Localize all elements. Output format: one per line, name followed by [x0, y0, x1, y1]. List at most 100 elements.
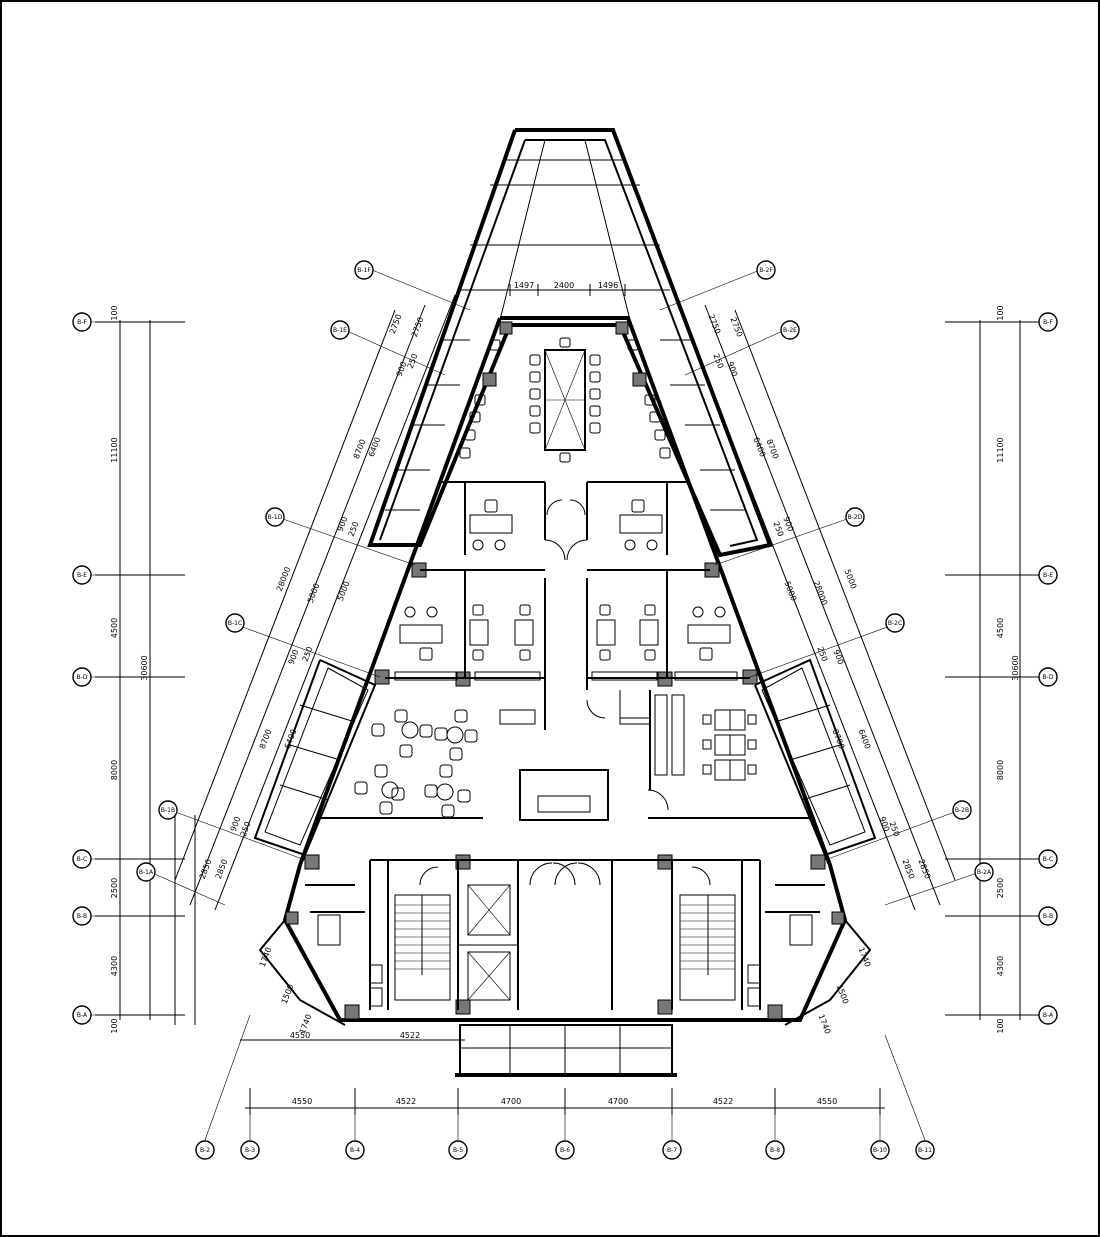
svg-text:B-11: B-11 — [918, 1147, 932, 1154]
dimension-left: 4500 — [110, 618, 119, 638]
svg-text:B-8: B-8 — [770, 1147, 780, 1154]
dimension-slope-left: 28000 — [275, 566, 293, 593]
dimension-left: 100 — [110, 1018, 119, 1033]
dimension-slope-right: 28000 — [812, 580, 830, 607]
grid-bubble-slope-right: B-2D — [845, 507, 865, 527]
grid-bubble-left: B-C — [72, 849, 92, 869]
svg-text:B-1D: B-1D — [268, 514, 283, 521]
dimension-bottom: 4550 — [292, 1097, 312, 1106]
dimension-slope-right: 1500 — [834, 983, 850, 1005]
dimension-left: 11100 — [110, 437, 119, 462]
svg-text:B-F: B-F — [77, 319, 87, 326]
lounge-furniture — [354, 694, 668, 818]
svg-text:B-2B: B-2B — [955, 807, 969, 814]
dimension-slope-left: 8700 — [258, 728, 274, 750]
grid-bubble-right: B-A — [1038, 1005, 1058, 1025]
svg-text:B-1C: B-1C — [228, 620, 242, 627]
svg-text:B-2E: B-2E — [783, 327, 797, 334]
svg-text:B-D: B-D — [77, 674, 88, 681]
dimension-bottom-small: 4522 — [400, 1031, 420, 1040]
svg-text:B-1A: B-1A — [139, 869, 154, 876]
dimension-slope-left: 1500 — [280, 983, 296, 1005]
dimension-slope-right: 8700 — [764, 438, 780, 460]
grid-bubble-bottom: B-3 — [240, 1140, 260, 1160]
svg-text:B-3: B-3 — [245, 1147, 255, 1154]
dimension-slope-right: 1740 — [816, 1013, 832, 1035]
grid-bubble-left: B-F — [72, 312, 92, 332]
grid-bubble-left: B-D — [72, 667, 92, 687]
grid-bubble-slope-left: B-1F — [354, 260, 374, 280]
grid-bubble-left: B-A — [72, 1005, 92, 1025]
dimension-right: 8000 — [996, 760, 1005, 780]
dimension-slope-left: 2850 — [214, 858, 230, 880]
grid-bubble-bottom: B-2 — [195, 1140, 215, 1160]
dimension-slope-right: 2850 — [900, 858, 916, 880]
grid-bubble-right: B-E — [1038, 565, 1058, 585]
svg-text:B-2A: B-2A — [977, 869, 992, 876]
dimension-left: 4300 — [110, 956, 119, 976]
svg-text:B-2D: B-2D — [848, 514, 863, 521]
grid-bubble-bottom: B-5 — [448, 1140, 468, 1160]
dimension-slope-right: 6400 — [751, 436, 767, 458]
grid-bubble-bottom: B-4 — [345, 1140, 365, 1160]
dimension-slope-right: 250 — [711, 352, 725, 369]
dimension-left: 2500 — [110, 878, 119, 898]
grid-bubble-right: B-D — [1038, 667, 1058, 687]
dimension-slope-right: 900 — [831, 648, 845, 665]
grid-bubble-right: B-B — [1038, 906, 1058, 926]
dimension-right: 100 — [996, 1018, 1005, 1033]
dimension-slope-right: 6400 — [856, 728, 872, 750]
office-furniture — [399, 499, 731, 661]
dimension-slope-left: 5000 — [306, 582, 322, 604]
grid-bubble-slope-right: B-2F — [756, 260, 776, 280]
grid-bubble-slope-left: B-1D — [265, 507, 285, 527]
bottom-dimension-lines — [240, 284, 885, 1115]
dimension-slope-left: 6400 — [367, 436, 383, 458]
svg-text:B-A: B-A — [77, 1012, 88, 1019]
grid-bubble-slope-left: B-1C — [225, 613, 245, 633]
dimension-slope-right: 2850 — [916, 858, 932, 880]
grid-bubble-bottom: B-6 — [555, 1140, 575, 1160]
dimension-slope-right: 2750 — [728, 316, 744, 338]
svg-text:B-B: B-B — [77, 913, 87, 920]
dimension-slope-left: 2850 — [198, 858, 214, 880]
dimension-left: 8000 — [110, 760, 119, 780]
dimension-right: 4500 — [996, 618, 1005, 638]
grid-bubble-slope-right: B-2B — [952, 800, 972, 820]
svg-text:B-5: B-5 — [453, 1147, 463, 1154]
svg-text:B-2: B-2 — [200, 1147, 210, 1154]
svg-text:B-E: B-E — [77, 572, 87, 579]
svg-text:B-4: B-4 — [350, 1147, 360, 1154]
grid-bubble-bottom: B-11 — [915, 1140, 935, 1160]
slope-dimension-lines — [174, 294, 956, 911]
dimension-slope-left: 5000 — [336, 580, 352, 602]
interior-walls — [305, 481, 825, 1077]
svg-text:B-1F: B-1F — [357, 267, 371, 274]
dimension-bottom: 4700 — [608, 1097, 628, 1106]
grid-bubble-slope-right: B-2A — [974, 862, 994, 882]
svg-text:B-C: B-C — [1043, 856, 1053, 863]
svg-text:B-7: B-7 — [667, 1147, 677, 1154]
svg-text:B-F: B-F — [1043, 319, 1053, 326]
svg-text:B-2C: B-2C — [888, 620, 902, 627]
grid-bubble-right: B-C — [1038, 849, 1058, 869]
dimension-slope-right: 900 — [725, 360, 739, 377]
svg-text:B-1E: B-1E — [333, 327, 347, 334]
svg-text:B-6: B-6 — [560, 1147, 570, 1154]
dimension-left: 100 — [110, 305, 119, 320]
dimension-bottom: 4700 — [501, 1097, 521, 1106]
grid-bubble-right: B-F — [1038, 312, 1058, 332]
dimension-right: 11100 — [996, 437, 1005, 462]
dimension-slope-left: 900 — [287, 648, 301, 665]
svg-text:B-D: B-D — [1043, 674, 1054, 681]
dimension-slope-left: 2750 — [388, 313, 404, 335]
outer-walls — [253, 128, 877, 1026]
grid-bubble-slope-left: B-1E — [330, 320, 350, 340]
dimension-slope-left: 2750 — [410, 316, 426, 338]
dimension-bottom-small: 4550 — [290, 1031, 310, 1040]
dimension-left-total: 30600 — [140, 655, 149, 680]
grid-bubble-slope-left: B-1A — [136, 862, 156, 882]
